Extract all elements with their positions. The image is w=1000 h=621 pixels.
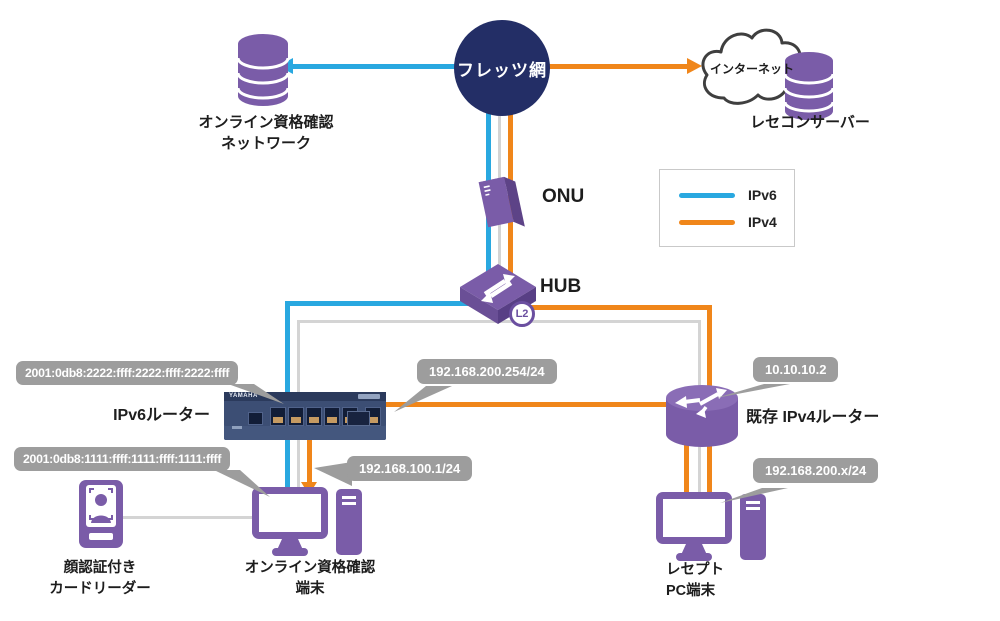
pc-tower	[336, 489, 362, 555]
ip-badge-router6-lan-v4: 192.168.100.1/24	[347, 456, 473, 481]
ipv4-line-flets-to-internet	[549, 64, 687, 69]
tail-router6-wan-v4	[394, 386, 452, 412]
ethernet-port	[270, 407, 286, 426]
router-model-mark	[358, 394, 380, 399]
rezecon-database-icon	[783, 52, 835, 120]
card-reader-icon	[79, 480, 123, 548]
hub-l2-text: L2	[515, 308, 529, 320]
hub-label: HUB	[540, 276, 582, 297]
hub-arrows-icon	[481, 274, 515, 303]
legend: IPv6 IPv4	[659, 169, 795, 247]
router-console-port	[248, 412, 263, 425]
hub-l2-badge: L2	[509, 301, 535, 327]
face-icon	[95, 494, 107, 506]
ethernet-port	[288, 407, 304, 426]
router-led	[232, 426, 242, 429]
legend-row-ipv4: IPv4	[679, 214, 794, 230]
legend-row-ipv6: IPv6	[679, 187, 794, 203]
ip-badge-router6-lan-v6: 2001:0db8:1111:ffff:1111:ffff:1111:ffff	[14, 447, 231, 471]
ipv6-router-icon: YAMAHA	[224, 392, 386, 440]
router-sfp-slot	[347, 411, 370, 426]
onu-label: ONU	[542, 186, 585, 207]
flets-network-node: フレッツ網	[454, 20, 550, 116]
ip-badge-router6-wan-v4: 192.168.200.254/24	[417, 359, 557, 384]
pc-tower	[740, 494, 766, 560]
ethernet-port	[306, 407, 322, 426]
internet-cloud-icon	[701, 28, 805, 105]
ipv4-line-router4-down	[684, 402, 689, 503]
ipv6-line-swatch	[679, 192, 735, 198]
ethernet-port	[324, 407, 340, 426]
ipv4-line-router6-to-router4	[384, 402, 688, 407]
ipv4-arrowhead-right	[687, 58, 702, 74]
rezecon-server-label: レセコンサーバー	[750, 114, 870, 131]
online-network-database-icon	[236, 34, 290, 106]
onu-icon	[478, 176, 525, 228]
ip-badge-router6-wan-v6: 2001:0db8:2222:ffff:2222:ffff:2222:ffff	[16, 361, 239, 385]
ipv4-line-swatch	[679, 219, 735, 225]
card-slot	[89, 533, 113, 540]
receipt-pc-label: レセプト PC端末	[666, 562, 724, 599]
neutral-line-cardreader-to-terminal	[118, 516, 258, 519]
legend-ipv6-label: IPv6	[748, 187, 777, 203]
ip-badge-receipt-lan-v4: 192.168.200.x/24	[753, 458, 879, 483]
ipv4-line-hub-to-router4	[528, 305, 712, 310]
ipv4-router-label: 既存 IPv4ルーター	[746, 409, 880, 426]
ipv6-router-label: IPv6ルーター	[113, 407, 210, 424]
ip-badge-router4-wan-v4: 10.10.10.2	[753, 357, 839, 382]
online-check-terminal-icon	[252, 487, 362, 556]
router-brand-label: YAMAHA	[229, 393, 258, 399]
card-reader-label: 顔認証付き カードリーダー	[49, 560, 151, 597]
ipv6-line-hub-to-router	[285, 301, 470, 306]
flets-network-label: フレッツ網	[457, 60, 547, 80]
online-network-label: オンライン資格確認 ネットワーク	[198, 114, 334, 153]
legend-ipv4-label: IPv4	[748, 214, 777, 230]
ipv4-router-icon	[666, 385, 738, 447]
internet-label: インターネット	[709, 62, 794, 76]
receipt-pc-icon	[656, 492, 766, 561]
online-check-terminal-label: オンライン資格確認 端末	[244, 560, 376, 597]
ipv4-line-router6-to-terminal	[307, 438, 312, 484]
router-top-strip	[224, 392, 386, 401]
ipv6-line-flets-to-network	[292, 64, 456, 69]
